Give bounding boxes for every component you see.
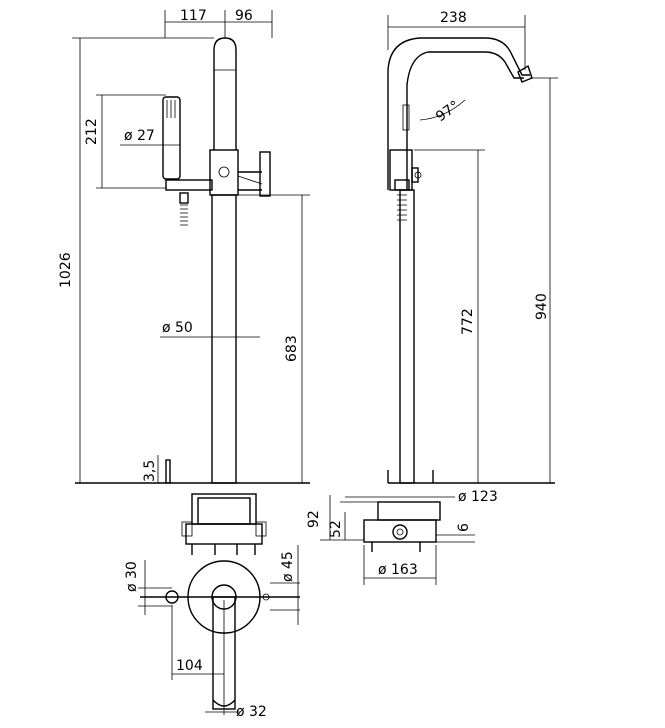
side-spout [387,37,530,190]
dim-dia30: ø 30 [124,561,140,592]
side-dimensions: 238 97° 772 940 [387,10,558,483]
front-hand-shower [162,96,181,180]
dim-940: 940 [534,293,550,320]
dim-dia163: ø 163 [378,562,418,578]
rough-in-side: 92 52 ø 123 6 ø 163 [306,489,498,585]
dim-3-5: 3,5 [142,460,158,482]
dim-683: 683 [284,335,300,362]
dim-52: 52 [328,520,344,538]
dim-96: 96 [235,8,253,24]
dim-104: 104 [176,658,203,674]
dim-92: 92 [306,510,322,528]
dim-dia32: ø 32 [236,704,267,720]
front-view [75,37,310,484]
front-spout [213,37,237,150]
top-view: ø 30 ø 45 104 ø 32 [124,545,300,720]
dim-117: 117 [180,8,207,24]
dim-1026: 1026 [58,252,74,288]
side-view [387,37,555,484]
dim-dia27: ø 27 [124,128,155,144]
dim-dia50: ø 50 [162,320,193,336]
front-dimensions: 117 96 1026 212 ø 27 ø 50 683 3,5 [58,8,310,483]
dim-dia123: ø 123 [458,489,498,505]
front-mixer-body [209,149,239,196]
dim-97deg: 97° [433,98,463,125]
dim-212: 212 [84,118,100,145]
side-column [399,189,415,484]
dim-772: 772 [460,308,476,335]
dim-6: 6 [456,523,472,532]
dim-dia45: ø 45 [280,551,296,582]
front-column [211,194,237,484]
front-lever-handle [259,151,271,197]
dim-238: 238 [440,10,467,26]
rough-in-front [181,493,267,555]
